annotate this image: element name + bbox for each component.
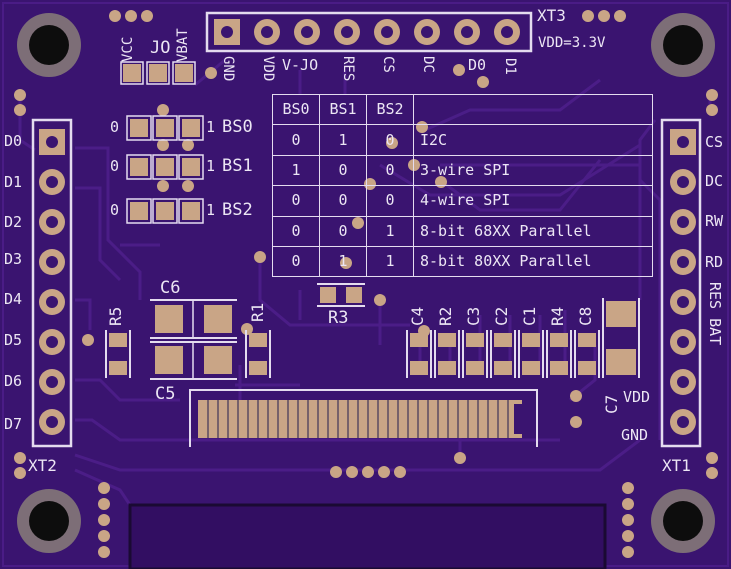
bs1-high: 1 [206,157,216,175]
bs2-low: 0 [110,201,120,219]
top-pin-vio: V-JO [282,56,319,74]
xt1-label: XT1 [662,456,691,475]
table-cell: 0 [319,185,367,217]
label-c2: C2 [492,306,511,326]
table-cell: 0 [272,185,320,217]
right-pin-gnd: GND [621,426,649,444]
fpc-connector [189,389,538,447]
right-pin-rw: RW [705,212,724,230]
table-row: 0 1 1 8-bit 80XX Parallel [272,245,653,278]
top-pin-vdd: VDD [260,56,276,82]
label-vbat: VBAT [175,28,191,62]
vias [14,10,718,558]
label-c6: C6 [160,278,181,298]
table-header: BS0 [272,93,320,126]
xt3-label: XT3 [537,6,566,25]
left-pin-d4: D4 [4,290,23,308]
label-c5: C5 [155,384,176,404]
table-cell: 0 [366,124,414,156]
right-pin-rd: RD [705,253,724,271]
bs0-label: BS0 [222,117,253,137]
r3-resistor [317,283,365,307]
table-cell: 0 [272,124,320,156]
right-pin-vdd: VDD [623,388,651,406]
left-pin-d3: D3 [4,250,23,268]
right-pin-res-bat: RES BAT [706,282,724,346]
label-c7: C7 [602,394,621,414]
label-r2: R2 [436,306,455,326]
left-pin-d1: D1 [4,173,23,191]
bs0-high: 1 [206,118,216,136]
top-pin-res: RES [340,56,356,82]
xt1-header [660,118,702,448]
left-pin-d5: D5 [4,331,23,349]
r5-resistor [105,330,131,378]
table-cell: 0 [272,245,320,278]
label-r3: R3 [328,308,349,328]
bs0-low: 0 [110,118,120,136]
table-row: 1 0 0 3-wire SPI [272,154,653,187]
table-cell: 1 [319,124,367,156]
label-r1: R1 [248,302,267,322]
label-c8: C8 [576,306,595,326]
label-jo: JO [150,38,171,58]
left-pin-d6: D6 [4,372,23,390]
left-pin-d7: D7 [4,415,23,433]
bs2-high: 1 [206,201,216,219]
table-cell: 0 [272,215,320,247]
top-pin-d0: D0 [468,56,487,74]
top-pin-cs: CS [380,56,396,73]
left-pin-d2: D2 [4,213,23,231]
table-cell: 0 [366,154,414,187]
xt2-header [31,118,73,448]
table-cell: I2C [413,124,653,156]
table-row: 0 0 1 8-bit 68XX Parallel [272,215,653,247]
label-vcc: VCC [120,36,136,62]
c7-capacitor [602,298,640,378]
table-header: BS2 [366,93,414,126]
bus-mode-table: BS0 BS1 BS2 0 1 0 I2C 1 0 0 3-wire SPI 0… [272,93,653,278]
right-pin-cs: CS [705,133,724,151]
table-header-row: BS0 BS1 BS2 [272,93,653,126]
top-pin-d1: D1 [502,58,518,75]
c6-c5-capacitors [150,299,237,380]
passive-row [410,333,596,375]
supply-note: VDD=3.3V [538,35,606,51]
r1-resistor [245,330,271,378]
bs1-low: 0 [110,157,120,175]
table-cell: 1 [272,154,320,187]
bs-jumper-pads [130,119,200,220]
table-header [413,93,653,126]
table-cell: 1 [319,245,367,278]
label-r4: R4 [548,306,567,326]
label-c3: C3 [464,306,483,326]
table-cell: 1 [366,215,414,247]
label-c1: C1 [520,306,539,326]
table-cell: 8-bit 80XX Parallel [413,245,653,278]
table-cell: 4-wire SPI [413,185,653,217]
right-pin-dc: DC [705,172,724,190]
bs2-label: BS2 [222,200,253,220]
table-header: BS1 [319,93,367,126]
top-pin-dc: DC [420,56,436,73]
table-cell: 0 [319,215,367,247]
mounting-holes [17,13,715,553]
table-row: 0 1 0 I2C [272,124,653,156]
table-cell: 8-bit 68XX Parallel [413,215,653,247]
table-cell: 0 [319,154,367,187]
left-pin-d0: D0 [4,132,23,150]
jo-pads [123,64,193,82]
label-c4: C4 [408,306,427,326]
table-cell: 0 [366,185,414,217]
table-row: 0 0 0 4-wire SPI [272,185,653,217]
xt2-label: XT2 [28,456,57,475]
table-cell: 1 [366,245,414,278]
top-pin-gnd: GND [220,56,236,82]
bs1-label: BS1 [222,156,253,176]
label-r5: R5 [106,306,125,326]
table-cell: 3-wire SPI [413,154,653,187]
xt3-header [205,11,533,53]
